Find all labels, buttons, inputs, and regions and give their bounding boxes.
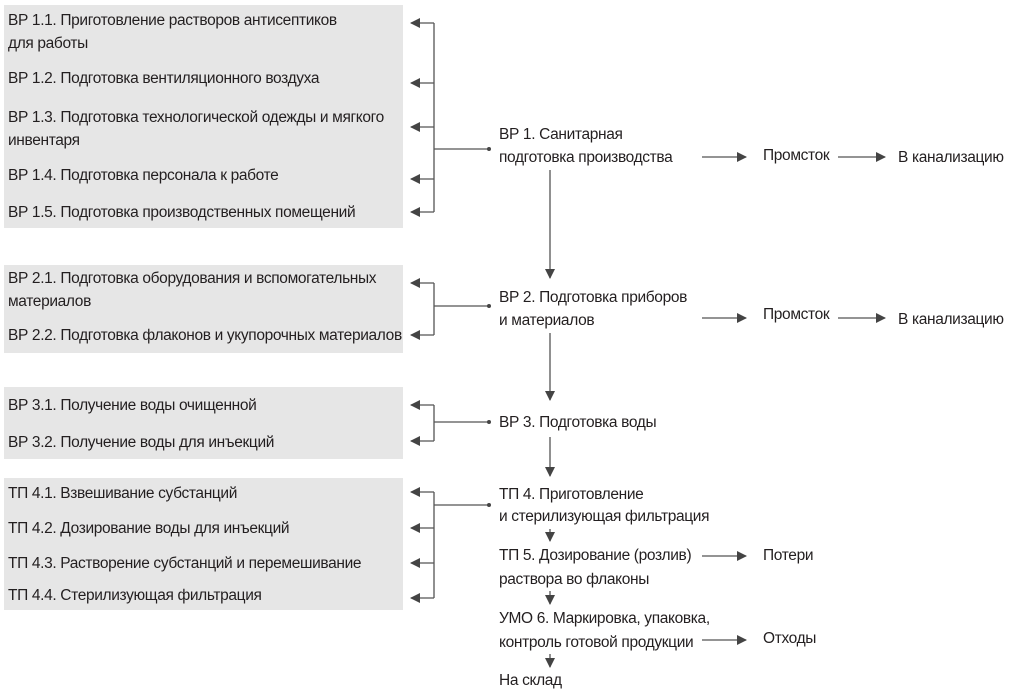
item-1-3-cont: инвентаря (8, 132, 80, 149)
stage-7-warehouse: На склад (499, 672, 562, 689)
stage-1: ВР 1. Санитарная (499, 126, 623, 143)
stage-2-cont: и материалов (499, 312, 595, 329)
output-sewer-2: В канализацию (898, 311, 1004, 328)
output-losses: Потери (763, 547, 814, 564)
item-1-4: ВР 1.4. Подготовка персонала к работе (8, 167, 279, 184)
stage-6: УМО 6. Маркировка, упаковка, (499, 610, 710, 627)
group-2-box (4, 265, 403, 353)
item-3-1: ВР 3.1. Получение воды очищенной (8, 397, 257, 414)
item-4-4: ТП 4.4. Стерилизующая фильтрация (8, 587, 262, 604)
item-2-2: ВР 2.2. Подготовка флаконов и укупорочны… (8, 327, 402, 344)
connector-dot (487, 420, 491, 424)
connector-dot (487, 304, 491, 308)
item-1-3: ВР 1.3. Подготовка технологической одежд… (8, 109, 384, 126)
stage-2: ВР 2. Подготовка приборов (499, 289, 687, 306)
stage-4: ТП 4. Приготовление (499, 486, 644, 503)
stage-1-cont: подготовка производства (499, 149, 673, 166)
output-promstok-2: Промсток (763, 306, 830, 323)
item-4-1: ТП 4.1. Взвешивание субстанций (8, 485, 238, 502)
stage-5: ТП 5. Дозирование (розлив) (499, 547, 692, 564)
item-1-1-cont: для работы (8, 35, 88, 52)
item-4-2: ТП 4.2. Дозирование воды для инъекций (8, 520, 290, 537)
connector-dot (487, 503, 491, 507)
output-sewer-1: В канализацию (898, 149, 1004, 166)
group-3-box (4, 387, 403, 459)
output-promstok-1: Промсток (763, 147, 830, 164)
item-4-3: ТП 4.3. Растворение субстанций и перемеш… (8, 555, 362, 572)
stage-5-cont: раствора во флаконы (499, 571, 650, 588)
stage-4-cont: и стерилизующая фильтрация (499, 508, 710, 525)
item-1-1: ВР 1.1. Приготовление растворов антисепт… (8, 12, 337, 29)
item-3-2: ВР 3.2. Получение воды для инъекций (8, 434, 275, 451)
stage-3: ВР 3. Подготовка воды (499, 414, 657, 431)
group-1-box (4, 5, 403, 228)
output-waste: Отходы (763, 630, 817, 647)
item-1-5: ВР 1.5. Подготовка производственных поме… (8, 204, 356, 221)
connector-dot (487, 147, 491, 151)
stage-6-cont: контроль готовой продукции (499, 634, 694, 651)
item-2-1: ВР 2.1. Подготовка оборудования и вспомо… (8, 270, 377, 287)
group-4-box (4, 478, 403, 610)
item-2-1-cont: материалов (8, 293, 91, 310)
item-1-2: ВР 1.2. Подготовка вентиляционного возду… (8, 70, 320, 87)
